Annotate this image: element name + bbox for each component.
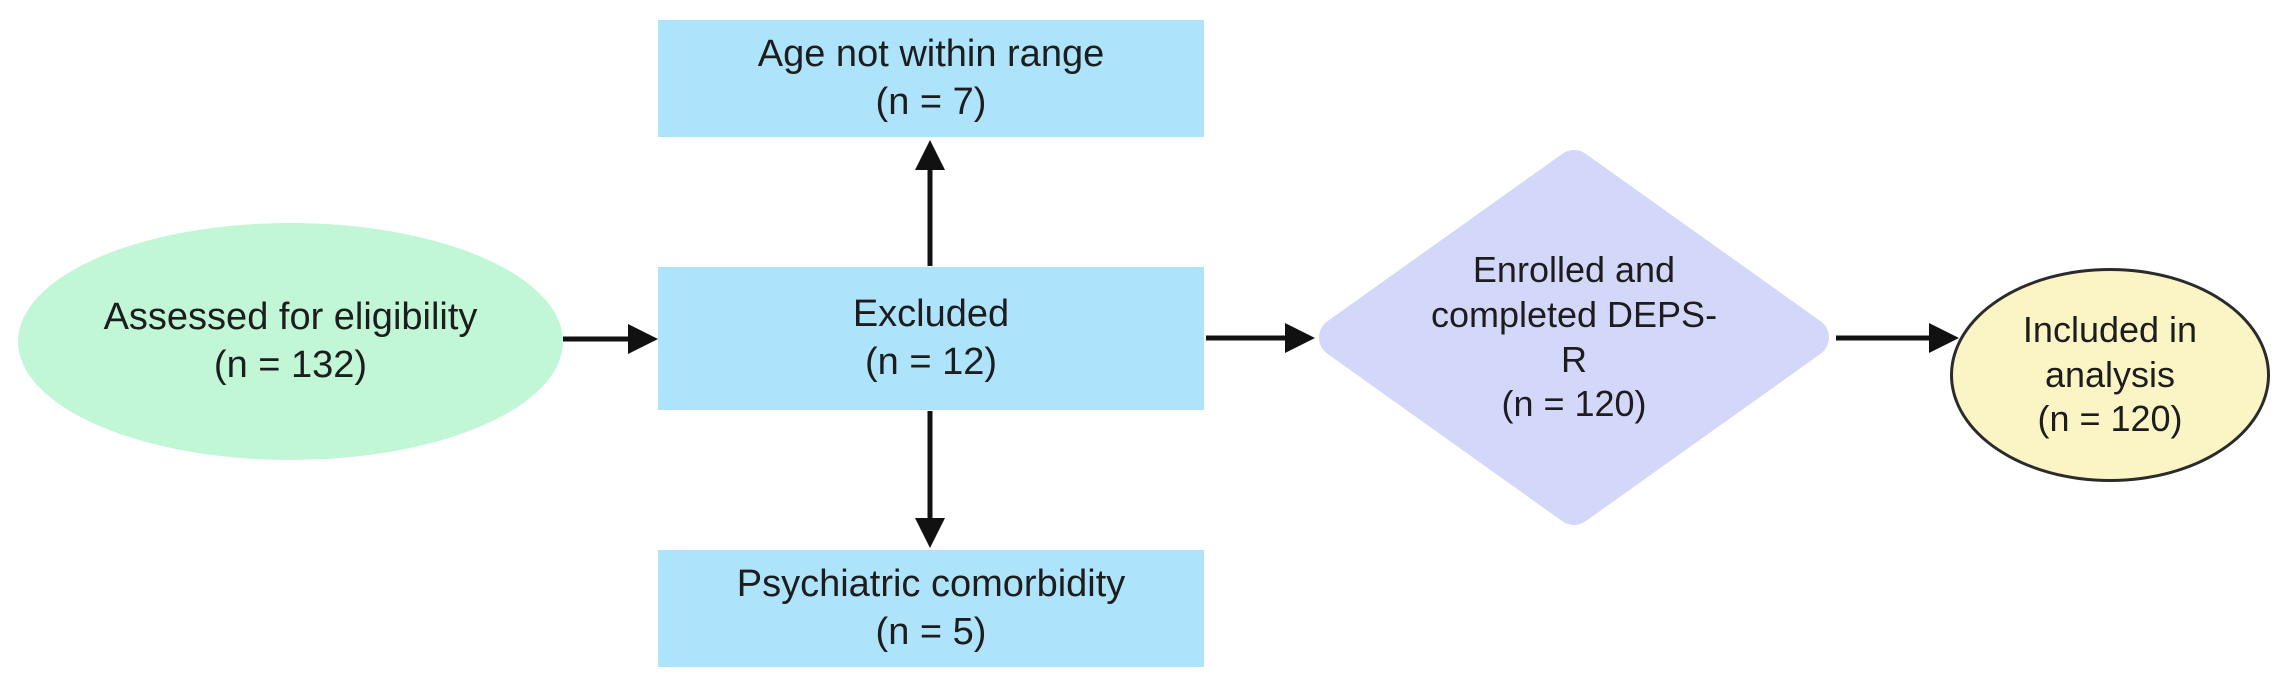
node-label: Enrolled and — [1472, 249, 1676, 291]
node-count: (n = 132) — [213, 343, 368, 386]
node-count: (n = 7) — [875, 80, 987, 123]
node-label: Excluded — [852, 292, 1010, 335]
node-label: Age not within range — [757, 32, 1105, 75]
node-label: R — [1561, 338, 1587, 380]
node-psychiatric-comorbidity: Psychiatric comorbidity (n = 5) — [658, 550, 1204, 667]
node-label: Assessed for eligibility — [103, 295, 478, 338]
node-label: Psychiatric comorbidity — [736, 562, 1126, 605]
node-excluded: Excluded (n = 12) — [658, 267, 1204, 410]
node-count: (n = 12) — [864, 340, 998, 383]
diamond-polygon — [1319, 150, 1829, 525]
node-included-in-analysis: Included in analysis (n = 120) — [1950, 268, 2270, 482]
node-age-not-within-range: Age not within range (n = 7) — [658, 20, 1204, 137]
node-label: completed DEPS- — [1430, 293, 1718, 335]
node-count: (n = 120) — [2037, 398, 2183, 440]
node-count: (n = 120) — [1501, 383, 1647, 425]
node-label: analysis — [2044, 353, 2176, 395]
node-enrolled-completed-deps-r: Enrolled and completed DEPS- R (n = 120) — [1394, 150, 1754, 525]
node-label: Included in — [2022, 309, 2198, 351]
node-assessed-for-eligibility: Assessed for eligibility (n = 132) — [18, 223, 563, 460]
enrolled-diamond-shape — [1319, 150, 1829, 525]
node-count: (n = 5) — [875, 610, 987, 653]
